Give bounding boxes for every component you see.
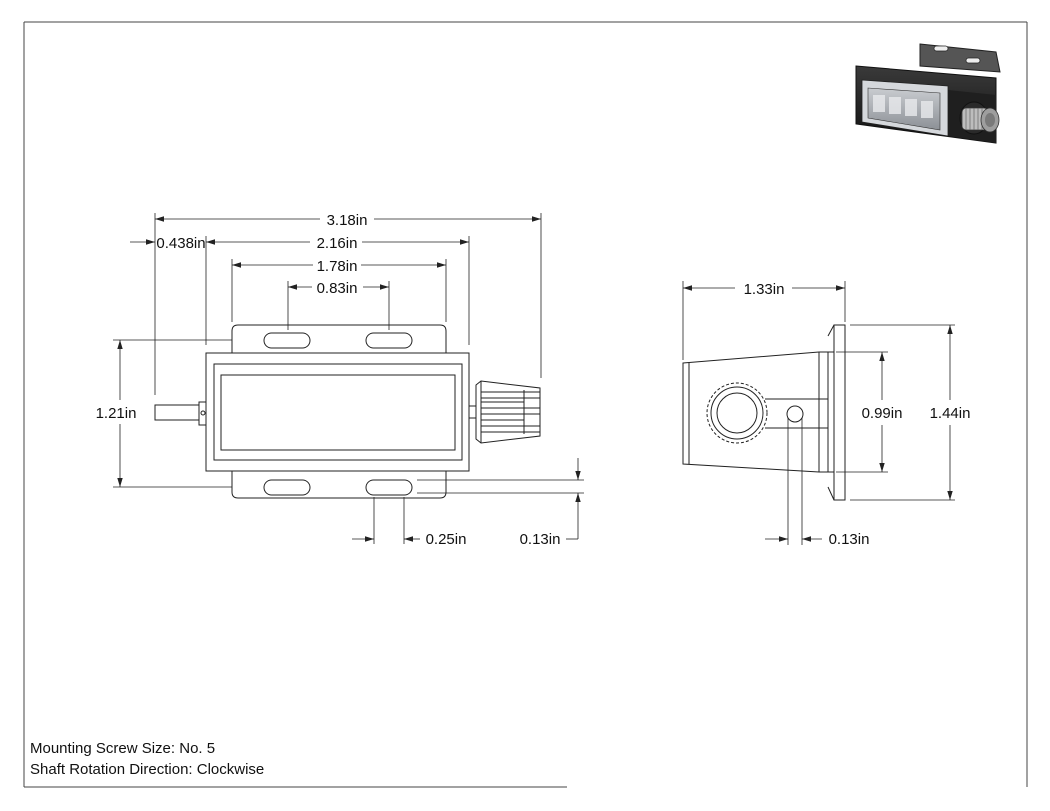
front-dimensions: [113, 213, 584, 544]
front-slot-top-right: [365, 332, 413, 349]
side-knob: [706, 382, 768, 444]
front-slot-bottom-right: [365, 479, 413, 496]
dim-side-overall-height: 1.44in: [930, 405, 971, 422]
side-hole: [786, 405, 804, 423]
dim-body-height: 1.21in: [96, 405, 137, 422]
front-bezel: [213, 363, 463, 461]
dim-slot-offset: 0.13in: [520, 531, 561, 548]
mounting-screw-note: Mounting Screw Size: No. 5: [30, 740, 216, 757]
dim-hole-span-inner: 0.83in: [317, 280, 358, 297]
shaft: [154, 404, 200, 421]
dim-slot-width: 0.25in: [426, 531, 467, 548]
front-slot-bottom-left: [263, 479, 311, 496]
dim-bracket-width: 2.16in: [317, 235, 358, 252]
front-bracket-outline-bottom: [231, 471, 447, 499]
reset-knob: [475, 380, 541, 444]
front-body: [205, 352, 470, 472]
side-housing: [682, 351, 829, 473]
dim-side-inner-height: 0.99in: [862, 405, 903, 422]
front-slot-top-left: [263, 332, 311, 349]
side-dimensions: [682, 281, 955, 545]
shaft-rotation-note: Shaft Rotation Direction: Clockwise: [30, 761, 265, 778]
dim-side-depth: 1.33in: [744, 281, 785, 298]
dim-hole-span-outer: 1.78in: [317, 258, 358, 275]
front-window: [220, 374, 456, 451]
dim-overall-length: 3.18in: [327, 212, 368, 229]
shaft-collar: [198, 401, 207, 426]
side-view: [682, 324, 846, 501]
front-bracket-outline: [231, 324, 447, 353]
dim-shaft-offset: 0.438in: [156, 235, 205, 252]
dim-side-hole-offset: 0.13in: [829, 531, 870, 548]
side-flange: [833, 324, 846, 501]
isometric-preview: [855, 43, 1001, 144]
front-view: [154, 324, 541, 499]
sheet-border: [23, 21, 1028, 788]
